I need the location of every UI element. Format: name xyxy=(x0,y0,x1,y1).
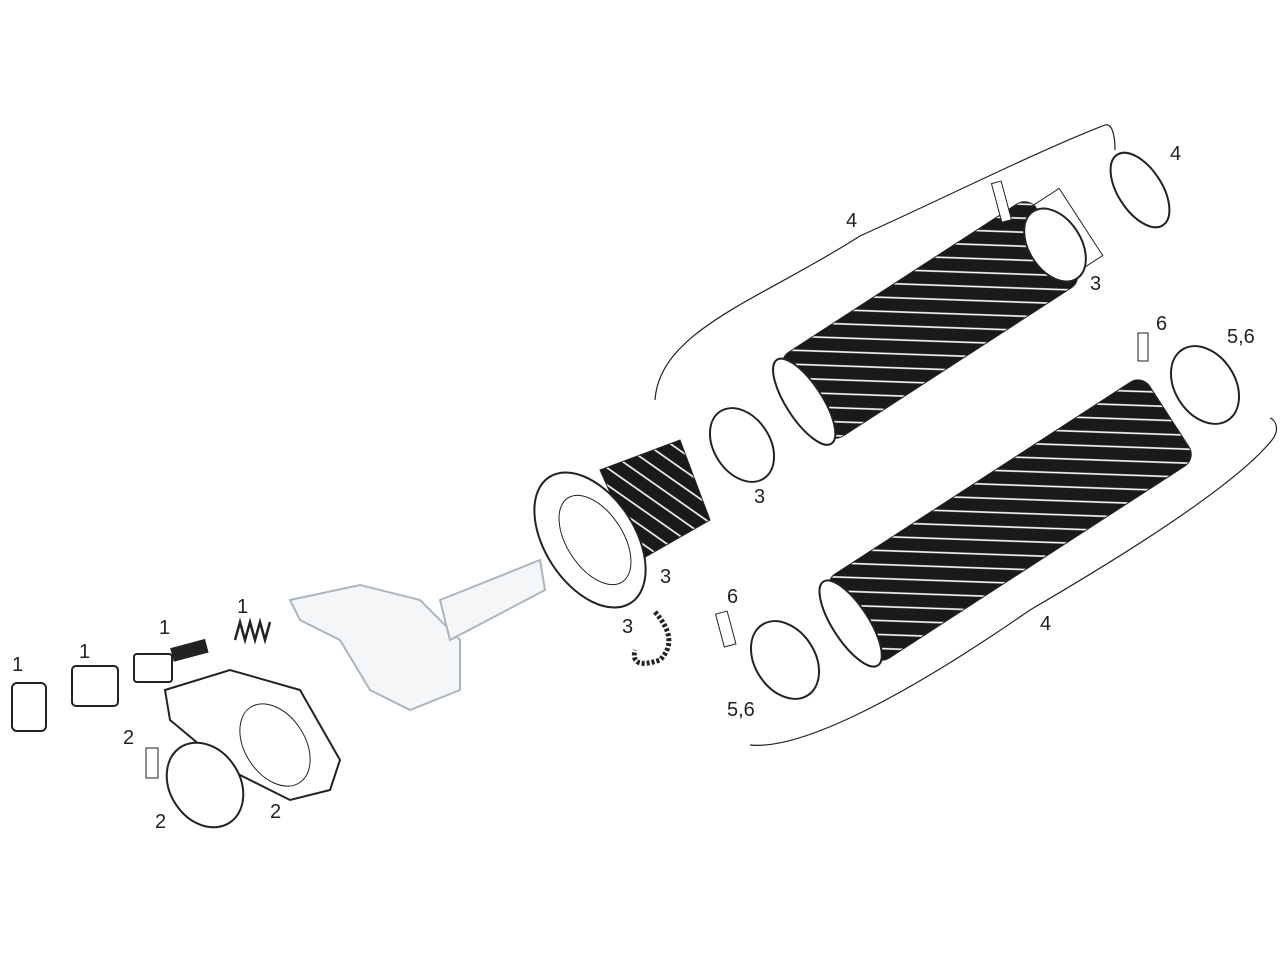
lower-right-lock-ring xyxy=(1169,345,1241,425)
group-bracket-lower xyxy=(749,417,1278,746)
callout-label: 3 xyxy=(754,486,766,508)
callout-label: 6 xyxy=(1156,313,1168,335)
end-plug xyxy=(1109,151,1171,229)
lower-grip xyxy=(818,379,1192,668)
cable-end-cap xyxy=(11,682,47,732)
callout-label: 4 xyxy=(846,210,858,232)
callout-label: 1 xyxy=(79,641,91,663)
callout-label: 5,6 xyxy=(727,699,755,721)
group-bracket-upper xyxy=(654,124,1116,401)
callout-label: 3 xyxy=(660,566,672,588)
callout-label: 4 xyxy=(1040,613,1052,635)
callout-label: 3 xyxy=(622,616,634,638)
bolt xyxy=(1137,332,1149,362)
lower-left-lock-ring xyxy=(749,620,821,700)
spring-cable xyxy=(631,610,672,666)
callout-label: 5,6 xyxy=(1227,326,1255,348)
callout-label: 3 xyxy=(1090,273,1102,295)
twist-grip xyxy=(533,439,711,609)
callout-label: 4 xyxy=(1170,143,1182,165)
clamp-ring xyxy=(165,741,245,829)
callout-label: 1 xyxy=(159,617,171,639)
small-ring xyxy=(708,407,776,483)
barrel-adjuster xyxy=(71,665,119,707)
callout-label: 2 xyxy=(123,727,135,749)
clamp-bolt xyxy=(145,747,159,779)
bolt xyxy=(990,180,1013,223)
bolt xyxy=(714,610,737,648)
shifter-housing-ghost xyxy=(288,558,547,712)
callout-label: 2 xyxy=(270,801,282,823)
callout-label: 1 xyxy=(12,654,24,676)
callout-label: 1 xyxy=(237,596,249,618)
shifter-clamp xyxy=(163,668,342,802)
spring xyxy=(233,617,272,645)
callout-label: 6 xyxy=(727,586,739,608)
callout-label: 2 xyxy=(155,811,167,833)
upper-lock-ring xyxy=(1023,207,1087,283)
adjuster-screw xyxy=(133,638,209,683)
